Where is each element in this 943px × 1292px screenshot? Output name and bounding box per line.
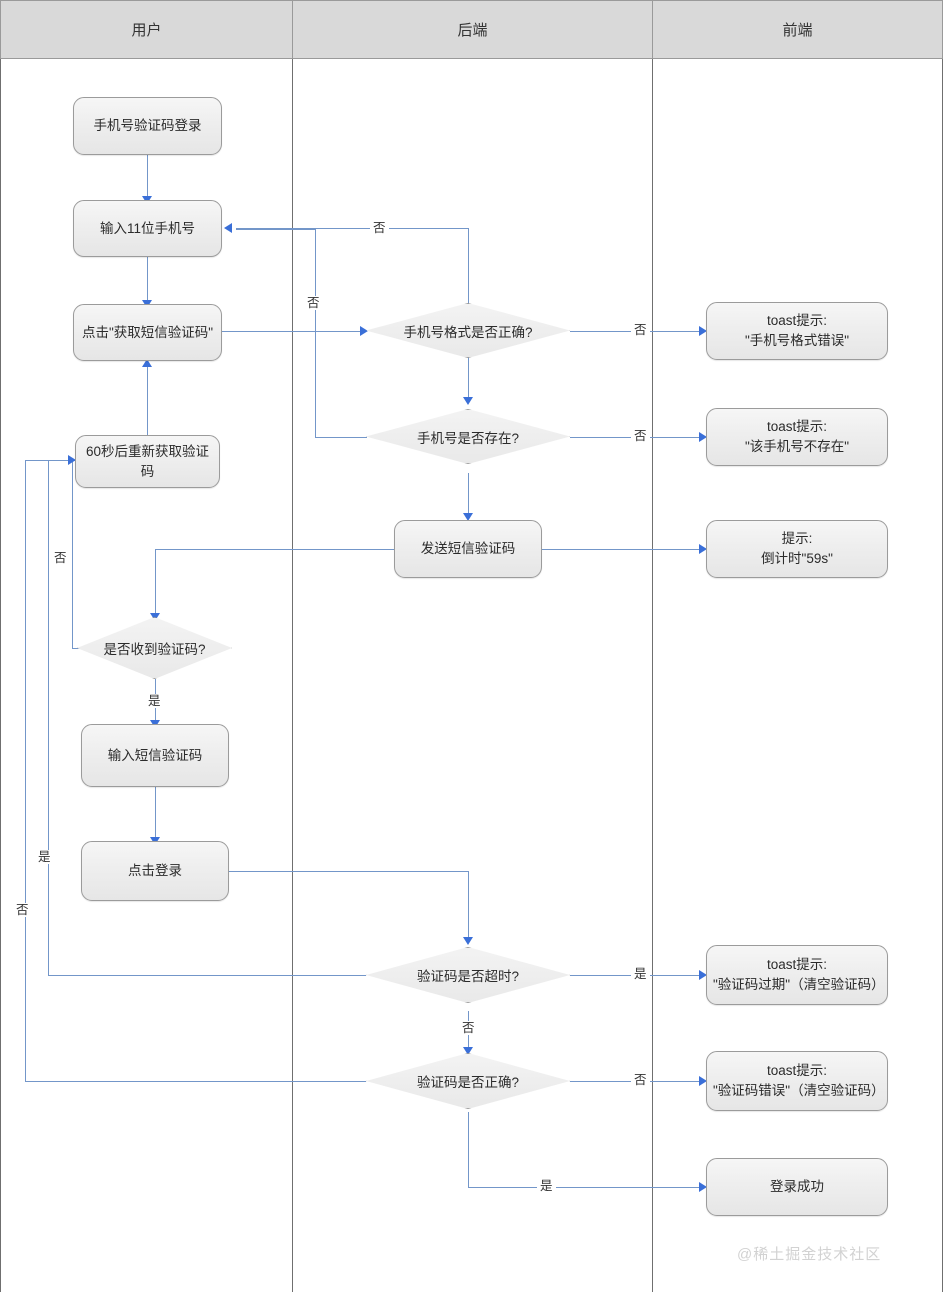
- edge-start-to-input: [147, 155, 148, 200]
- decision-code-correct[interactable]: 验证码是否正确?: [366, 1053, 570, 1109]
- edge-label-exists-no-toast: 否: [631, 429, 650, 443]
- lane-title-backend: 后端: [457, 22, 488, 39]
- edge-click-to-format: [221, 331, 366, 332]
- edge-correct-yes-h: [468, 1187, 705, 1188]
- lane-header-frontend: 前端: [652, 0, 943, 59]
- edge-correct-back-top: [25, 460, 76, 461]
- node-click-get-code[interactable]: 点击"获取短信验证码": [73, 304, 222, 361]
- arrow-exists-to-send: [463, 513, 473, 521]
- node-login-success[interactable]: 登录成功: [706, 1158, 888, 1216]
- edge-label-format-no-back: 否: [370, 221, 389, 235]
- edge-send-to-received-v: [155, 549, 156, 617]
- arrow-send-to-tip: [699, 544, 707, 554]
- edge-exists-no-back-v: [315, 229, 316, 438]
- node-click-login[interactable]: 点击登录: [81, 841, 229, 901]
- edge-correct-back-v: [25, 460, 26, 1082]
- lane-header-user: 用户: [0, 0, 293, 59]
- node-toast-phone-not-exist-label: toast提示: "该手机号不存在": [744, 419, 850, 454]
- node-toast-code-expired-label: toast提示: "验证码过期"（清空验证码）: [713, 957, 885, 992]
- edge-correct-yes-v: [468, 1112, 469, 1187]
- edge-label-correct-yes: 是: [537, 1179, 556, 1193]
- decision-phone-exists[interactable]: 手机号是否存在?: [366, 409, 570, 464]
- lane-title-user: 用户: [131, 22, 162, 39]
- edge-login-to-timeout-h: [229, 871, 469, 872]
- arrow-format-to-exists: [463, 397, 473, 405]
- node-input-phone-label: 输入11位手机号: [99, 220, 195, 236]
- edge-timeout-back-v: [48, 460, 49, 976]
- arrow-timeout-yes-toast: [699, 970, 707, 980]
- arrow-click-to-format: [360, 326, 368, 336]
- lane-title-frontend: 前端: [782, 22, 813, 39]
- edge-label-received-yes: 是: [145, 694, 164, 708]
- node-input-sms-code[interactable]: 输入短信验证码: [81, 724, 229, 787]
- edge-exists-to-send: [468, 473, 469, 517]
- node-input-sms-code-label: 输入短信验证码: [107, 747, 203, 763]
- edge-exists-no-back-top: [236, 229, 316, 230]
- edge-format-no-back-h: [236, 228, 469, 229]
- node-start-login[interactable]: 手机号验证码登录: [73, 97, 222, 155]
- arrow-login-to-timeout: [463, 937, 473, 945]
- node-start-login-label: 手机号验证码登录: [93, 118, 202, 134]
- watermark: @稀土掘金技术社区: [737, 1246, 882, 1263]
- edge-label-timeout-yes: 是: [631, 967, 650, 981]
- edge-timeout-back-h: [48, 975, 366, 976]
- node-toast-phone-not-exist[interactable]: toast提示: "该手机号不存在": [706, 408, 888, 466]
- decision-code-timeout[interactable]: 验证码是否超时?: [366, 947, 570, 1003]
- node-resend-60s-label: 60秒后重新获取验证码: [85, 443, 210, 479]
- node-toast-code-expired[interactable]: toast提示: "验证码过期"（清空验证码）: [706, 945, 888, 1005]
- edge-correct-back-h: [25, 1081, 366, 1082]
- decision-phone-format[interactable]: 手机号格式是否正确?: [366, 303, 570, 358]
- node-toast-phone-format-error[interactable]: toast提示: "手机号格式错误": [706, 302, 888, 360]
- decision-code-timeout-label: 验证码是否超时?: [416, 969, 519, 984]
- decision-phone-exists-label: 手机号是否存在?: [416, 430, 519, 446]
- edge-inputsms-to-login: [155, 787, 156, 841]
- lane-divider-1: [292, 59, 293, 1292]
- node-send-sms-label: 发送短信验证码: [420, 541, 516, 557]
- arrow-correct-no-toast: [699, 1076, 707, 1086]
- node-tip-countdown[interactable]: 提示: 倒计时"59s": [706, 520, 888, 578]
- decision-code-received-label: 是否收到验证码?: [103, 642, 206, 657]
- lane-divider-2: [652, 59, 653, 1292]
- node-click-login-label: 点击登录: [128, 863, 182, 879]
- edge-label-received-no: 否: [51, 551, 70, 565]
- node-login-success-label: 登录成功: [770, 1179, 824, 1195]
- decision-code-correct-label: 验证码是否正确?: [416, 1075, 519, 1090]
- decision-code-received[interactable]: 是否收到验证码?: [77, 617, 232, 679]
- edge-label-timeout-no: 否: [459, 1021, 478, 1035]
- edge-exists-no-back-h: [315, 437, 367, 438]
- edge-format-no-back-v: [468, 228, 469, 306]
- node-tip-countdown-label: 提示: 倒计时"59s": [761, 531, 833, 566]
- node-resend-60s[interactable]: 60秒后重新获取验证码: [75, 435, 220, 488]
- node-toast-phone-format-error-label: toast提示: "手机号格式错误": [744, 313, 850, 348]
- node-toast-code-wrong[interactable]: toast提示: "验证码错误"（清空验证码）: [706, 1051, 888, 1111]
- edge-format-to-exists: [468, 357, 469, 401]
- edge-send-to-received-h: [155, 549, 395, 550]
- arrow-timeout-to-correct: [463, 1047, 473, 1055]
- lane-header-backend: 后端: [292, 0, 653, 59]
- decision-phone-format-label: 手机号格式是否正确?: [403, 324, 533, 340]
- node-toast-code-wrong-label: toast提示: "验证码错误"（清空验证码）: [713, 1063, 885, 1098]
- node-input-phone[interactable]: 输入11位手机号: [73, 200, 222, 257]
- arrow-exists-no-toast: [699, 432, 707, 442]
- edge-label-correct-no-back: 否: [13, 903, 32, 917]
- arrow-resend-to-click: [142, 359, 152, 367]
- arrow-format-no-toast: [699, 326, 707, 336]
- edge-input-to-click: [147, 257, 148, 304]
- edge-resend-to-click: [147, 365, 148, 435]
- node-click-get-code-label: 点击"获取短信验证码": [81, 324, 214, 340]
- edge-label-timeout-yes-back: 是: [35, 850, 54, 864]
- arrow-correct-yes-success: [699, 1182, 707, 1192]
- edge-label-correct-no: 否: [631, 1073, 650, 1087]
- arrow-send-to-received: [150, 613, 160, 621]
- edge-send-to-tip: [542, 549, 705, 550]
- arrow-format-no-back: [224, 223, 232, 233]
- edge-label-exists-no-back: 否: [304, 296, 323, 310]
- edge-label-format-no-toast: 否: [631, 323, 650, 337]
- node-send-sms[interactable]: 发送短信验证码: [394, 520, 542, 578]
- edge-login-to-timeout-v: [468, 871, 469, 941]
- arrow-back-to-resend: [68, 455, 76, 465]
- edge-received-no-v: [72, 460, 73, 649]
